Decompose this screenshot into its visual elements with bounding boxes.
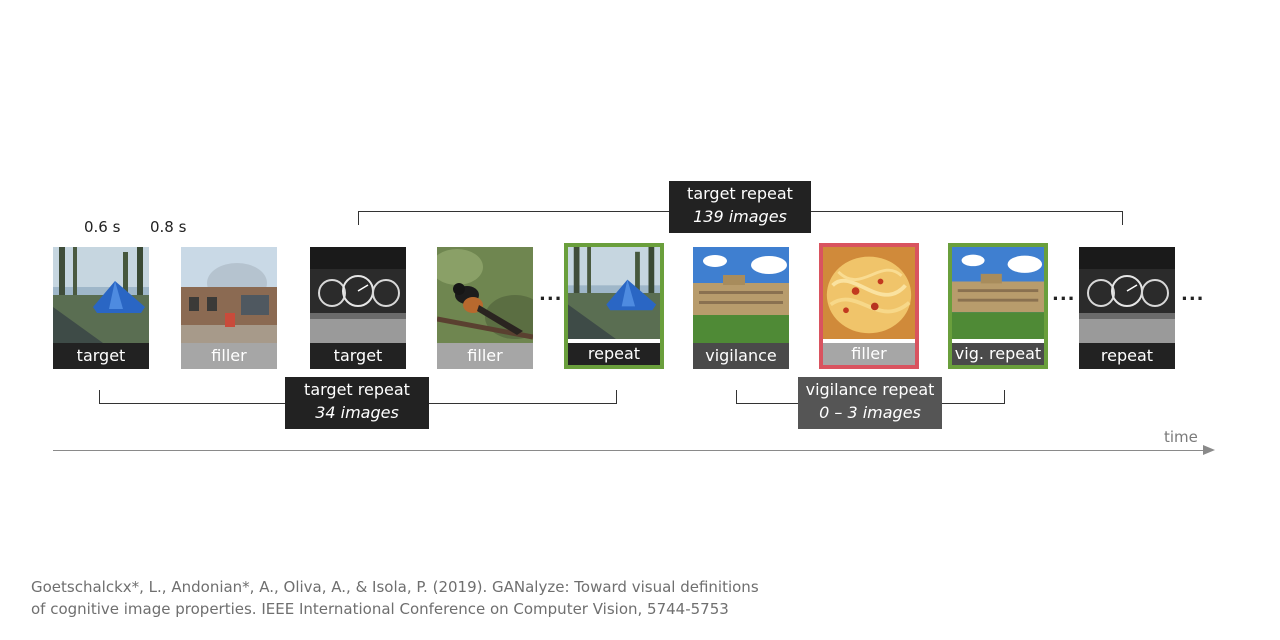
sequence-image-repeat-dashboard: repeat — [1079, 247, 1175, 369]
target-caption: target — [310, 343, 406, 369]
sequence-image-vigilance-palace: vigilance — [693, 247, 789, 369]
time-axis-label: time — [1164, 428, 1198, 446]
sequence-image-target-tent: target — [53, 247, 149, 369]
vigilance-repeat-label: vigilance repeat 0 – 3 images — [798, 377, 942, 429]
interval-duration-label: 0.8 s — [150, 218, 187, 236]
vigilance-repeat-title: vigilance repeat — [805, 380, 935, 399]
citation-line-1: Goetschalckx*, L., Andonian*, A., Oliva,… — [31, 578, 759, 596]
spaghetti-photo — [823, 247, 915, 339]
filler-caption: filler — [823, 343, 915, 365]
vigilance-repeat-caption: vig. repeat — [952, 343, 1044, 365]
long-repeat-count: 139 images — [693, 207, 787, 226]
target-caption: target — [53, 343, 149, 369]
palace-photo — [693, 247, 789, 343]
sequence-ellipsis: ... — [1052, 284, 1076, 305]
sequence-image-target-dashboard: target — [310, 247, 406, 369]
filler-caption: filler — [437, 343, 533, 369]
sequence-image-filler-building: filler — [181, 247, 277, 369]
vigilance-caption: vigilance — [693, 343, 789, 369]
citation-line-2: of cognitive image properties. IEEE Inte… — [31, 600, 729, 618]
sequence-ellipsis: ... — [539, 284, 563, 305]
citation: Goetschalckx*, L., Andonian*, A., Oliva,… — [31, 576, 759, 620]
short-repeat-count: 34 images — [315, 403, 399, 422]
glass-dome-building-photo — [181, 247, 277, 343]
repeat-caption: repeat — [1079, 343, 1175, 369]
car-dashboard-photo — [1079, 247, 1175, 343]
time-axis-arrow-icon — [1203, 445, 1215, 455]
short-repeat-label: target repeat 34 images — [285, 377, 429, 429]
sequence-image-vigilance-repeat-palace: vig. repeat — [948, 243, 1048, 369]
repeat-caption: repeat — [568, 343, 660, 365]
sequence-image-filler-spaghetti: filler — [819, 243, 919, 369]
sequence-image-repeat-tent: repeat — [564, 243, 664, 369]
time-axis-line — [53, 450, 1205, 451]
stimulus-duration-label: 0.6 s — [84, 218, 121, 236]
vigilance-repeat-count: 0 – 3 images — [819, 403, 921, 422]
filler-caption: filler — [181, 343, 277, 369]
sequence-image-filler-bird: filler — [437, 247, 533, 369]
bird-on-branch-photo — [437, 247, 533, 343]
long-repeat-label: target repeat 139 images — [669, 181, 811, 233]
short-repeat-title: target repeat — [304, 380, 410, 399]
camping-tent-photo — [568, 247, 660, 339]
palace-photo — [952, 247, 1044, 339]
long-repeat-title: target repeat — [687, 184, 793, 203]
car-dashboard-photo — [310, 247, 406, 343]
camping-tent-photo — [53, 247, 149, 343]
sequence-ellipsis: ... — [1181, 284, 1205, 305]
